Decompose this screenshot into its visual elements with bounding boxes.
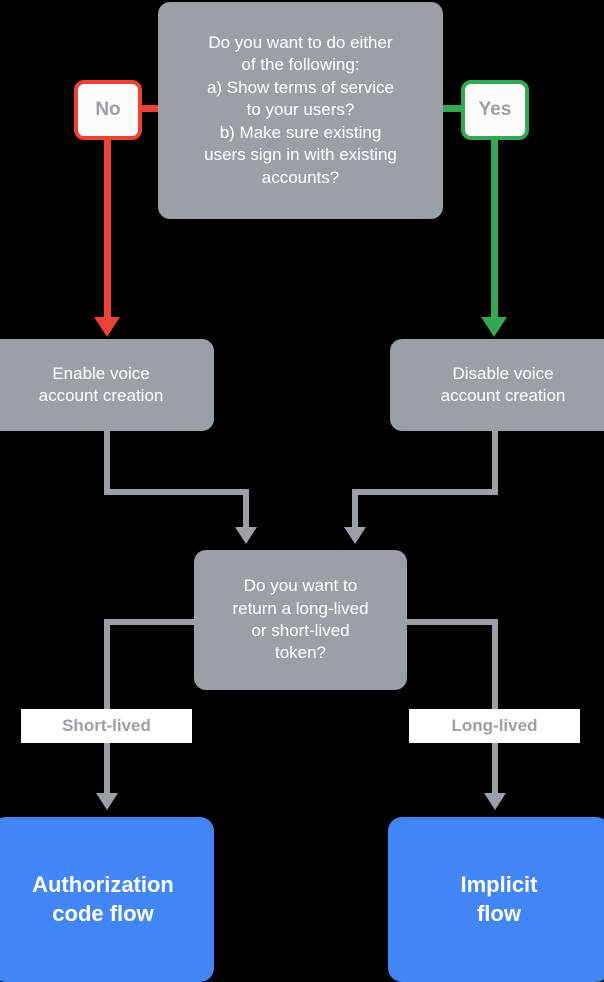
answer-pill-no[interactable]: No: [74, 80, 142, 140]
edge-label-long-lived: Long-lived: [409, 709, 580, 743]
connector-enable-vertical-b: [243, 489, 249, 530]
connector-token-right-vertical: [492, 619, 498, 797]
connector-question-to-yes: [441, 105, 465, 112]
connector-yes-down-line: [491, 139, 498, 319]
arrowhead-long-lived-to-implicit-flow: [484, 793, 506, 810]
arrowhead-disable-to-token-question: [344, 527, 366, 544]
arrowhead-no-to-enable-voice: [94, 317, 120, 337]
arrowhead-short-lived-to-authorization-code-flow: [96, 793, 118, 810]
decision-node-token-lifetime: Do you want to return a long-lived or sh…: [194, 550, 407, 690]
connector-no-to-question: [138, 105, 162, 112]
connector-enable-vertical-a: [104, 431, 110, 490]
arrowhead-enable-to-token-question: [235, 527, 257, 544]
connector-disable-horizontal: [352, 489, 498, 495]
connector-no-down-line: [104, 139, 111, 319]
connector-enable-horizontal: [104, 489, 249, 495]
connector-token-left-horizontal: [104, 619, 200, 625]
decision-node-terms-and-existing-users: Do you want to do either of the followin…: [158, 2, 443, 219]
connector-disable-vertical-b: [352, 489, 358, 530]
connector-disable-vertical-a: [492, 431, 498, 490]
arrowhead-yes-to-disable-voice: [481, 317, 507, 337]
terminal-node-authorization-code-flow: Authorization code flow: [0, 817, 214, 982]
answer-pill-yes[interactable]: Yes: [461, 80, 529, 140]
process-node-enable-voice-account-creation: Enable voice account creation: [0, 339, 214, 431]
terminal-node-implicit-flow: Implicit flow: [388, 817, 604, 982]
connector-token-left-vertical: [104, 619, 110, 797]
edge-label-short-lived: Short-lived: [21, 709, 192, 743]
connector-token-right-horizontal: [402, 619, 498, 625]
process-node-disable-voice-account-creation: Disable voice account creation: [390, 339, 604, 431]
